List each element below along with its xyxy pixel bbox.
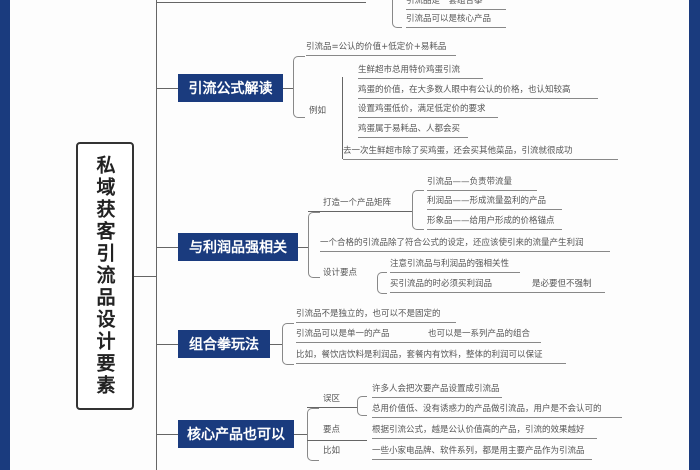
branch-combo[interactable]: 组合拳玩法 (178, 330, 270, 358)
matrix-bracket (412, 190, 424, 230)
formula-text: 引流品=公认的价值+低定价+易耗品 (306, 42, 456, 56)
branch1-out-line (283, 88, 293, 89)
root-connector (134, 276, 156, 277)
branch-core[interactable]: 核心产品也可以 (178, 420, 294, 448)
qualified-text: 一个合格的引流品除了符合公式的设定，还应该使引来的流量产生利润 (320, 238, 610, 252)
branch2-out-line (298, 247, 308, 248)
example-item-1: 生鲜超市总用特价鸡蛋引流 (358, 65, 483, 79)
combo-item-2: 引流品可以是单一的产品 (296, 329, 541, 343)
example-item-4: 鸡蛋属于易耗品、人都会买 (358, 124, 468, 138)
top-connector (156, 2, 366, 3)
branch2-connector (156, 247, 178, 248)
top-bracket (392, 0, 402, 28)
combo-item-1: 引流品不是独立的，也可以不是固定的 (296, 309, 456, 323)
misunderstanding-bracket (357, 396, 367, 416)
root-node[interactable]: 私域获客引流品设计要素 (76, 142, 134, 410)
example-vline (342, 77, 343, 159)
design-bracket (377, 272, 387, 294)
key-underline (307, 440, 367, 441)
root-title: 私域获客引流品设计要素 (93, 155, 116, 397)
example-label: 例如 (309, 106, 327, 116)
top-item-2: 引流品可以是核心产品 (406, 14, 506, 28)
branch3-connector (156, 344, 178, 345)
branch-core-label: 核心产品也可以 (187, 427, 285, 443)
misunderstanding-label: 误区 (323, 394, 341, 404)
combo-item-3: 比如，餐饮店饮料是利润品，套餐内有饮料，整体的利润可以保证 (296, 350, 566, 364)
formula-bracket (293, 56, 305, 118)
design-note: 是必要但不强制 (532, 279, 592, 289)
design-point-1: 注意引流品与利润品的强相关性 (390, 259, 520, 273)
branch4-connector (156, 434, 178, 435)
main-trunk-line (156, 0, 157, 470)
matrix-underline (308, 211, 413, 212)
core-bracket (307, 408, 319, 461)
example-item-3: 设置鸡蛋低价，满足低定价的要求 (358, 104, 498, 118)
right-border-bar (689, 0, 700, 470)
combo-bracket (282, 323, 294, 365)
example-item-5: 去一次生鲜超市除了买鸡蛋，还会买其他菜品，引流就很成功 (343, 146, 618, 160)
key-label: 要点 (323, 425, 341, 435)
combo-note: 也可以是一系列产品的组合 (428, 329, 531, 339)
branch-formula-label: 引流公式解读 (188, 81, 273, 97)
matrix-item-2: 利润品——形成流量盈利的产品 (427, 196, 562, 210)
example-item-2: 鸡蛋的价值，在大多数人眼中有公认的价格，也认知较高 (358, 85, 598, 99)
misunderstanding-1: 许多人会把次要产品设置成引流品 (372, 384, 502, 398)
misunderstanding-2: 总用价值低、没有诱惑力的产品做引流品，用户是不会认可的 (372, 404, 622, 418)
design-label: 设计要点 (323, 268, 358, 278)
branch-profit-label: 与利润品强相关 (189, 240, 287, 256)
profit-bracket (308, 212, 320, 278)
branch-formula[interactable]: 引流公式解读 (178, 74, 283, 102)
design-point-2: 买引流品的时必须买利润品 (390, 279, 605, 293)
core-example-text: 一些小家电品牌、软件系列，都是用主要产品作为引流品 (372, 446, 592, 460)
key-text: 根据引流公式，越是公认价值高的产品，引流的效果越好 (372, 425, 597, 439)
top-item-1: 引流品是一套组合拳 (406, 0, 506, 10)
matrix-label: 打造一个产品矩阵 (323, 198, 392, 208)
branch4-out-line (294, 434, 307, 435)
misunderstanding-underline (307, 407, 357, 408)
branch-profit[interactable]: 与利润品强相关 (178, 233, 298, 261)
matrix-item-1: 引流品——负责带流量 (427, 177, 537, 191)
matrix-item-3: 形象品——给用户形成的价格锚点 (427, 216, 562, 230)
left-border-bar (0, 0, 10, 470)
branch-combo-label: 组合拳玩法 (189, 337, 259, 353)
branch3-out-line (270, 344, 282, 345)
core-example-label: 比如 (323, 446, 341, 456)
branch1-connector (156, 88, 178, 89)
